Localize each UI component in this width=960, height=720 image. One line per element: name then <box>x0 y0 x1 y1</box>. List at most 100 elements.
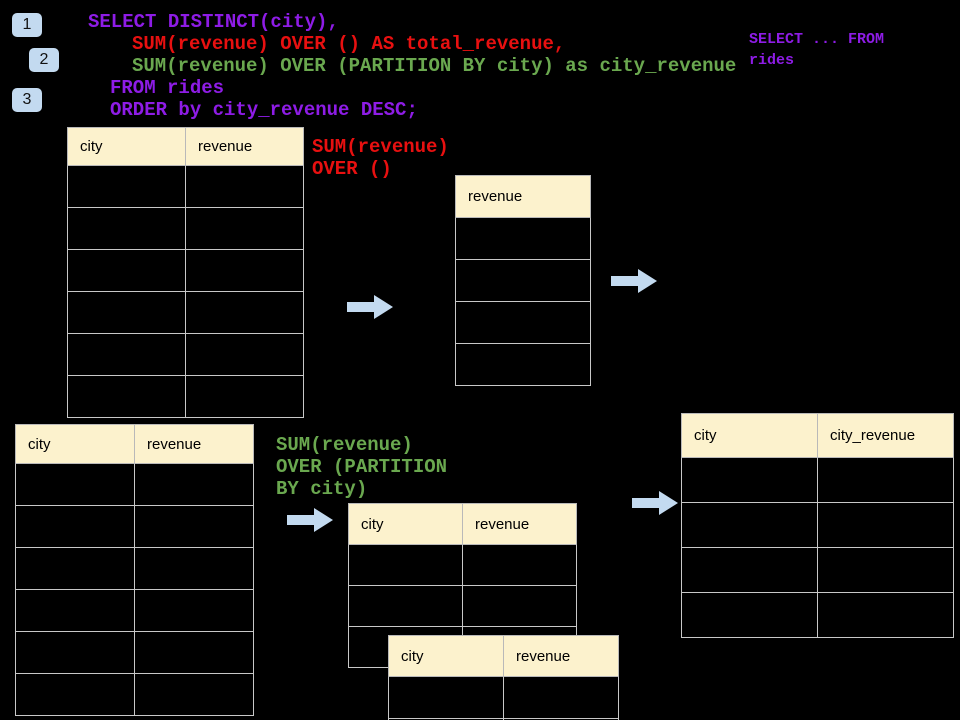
side-note-line: rides <box>749 52 795 69</box>
table-row <box>15 547 254 590</box>
annotation-total-revenue: SUM(revenue) OVER () <box>312 136 449 180</box>
empty-cell <box>817 457 954 503</box>
annotation-line: OVER () <box>312 158 392 180</box>
empty-cell <box>134 505 254 548</box>
empty-cell <box>681 457 818 503</box>
right-arrow-icon <box>611 269 657 293</box>
table-row <box>388 676 619 719</box>
table-row <box>15 589 254 632</box>
step-badge-label: 2 <box>39 51 49 68</box>
column-header: city_revenue <box>817 413 954 458</box>
empty-cell <box>462 544 577 586</box>
empty-cell <box>15 463 135 506</box>
table-row <box>15 505 254 548</box>
sql-line-select: SELECT DISTINCT(city), <box>88 11 339 33</box>
empty-cell <box>503 676 619 719</box>
empty-cell <box>817 592 954 638</box>
empty-cell <box>681 547 818 593</box>
empty-cell <box>15 673 135 716</box>
step-badge-3: 3 <box>12 88 42 112</box>
right-arrow-icon <box>632 491 678 515</box>
table-row <box>67 291 304 334</box>
sql-line-partition: SUM(revenue) OVER (PARTITION BY city) as… <box>132 55 737 77</box>
table-row <box>15 673 254 716</box>
header-row: revenue <box>455 175 591 218</box>
empty-cell <box>455 217 591 260</box>
empty-cell <box>348 585 463 627</box>
table-row <box>455 259 591 302</box>
empty-cell <box>15 631 135 674</box>
step-badge-1: 1 <box>12 13 42 37</box>
empty-cell <box>503 718 619 720</box>
table-revenue-only: revenue <box>455 175 591 386</box>
step-badge-2: 2 <box>29 48 59 72</box>
empty-cell <box>185 333 304 376</box>
column-header: revenue <box>185 127 304 166</box>
empty-cell <box>67 207 186 250</box>
empty-cell <box>348 544 463 586</box>
empty-cell <box>462 585 577 627</box>
empty-cell <box>817 547 954 593</box>
empty-cell <box>681 502 818 548</box>
table-row <box>67 249 304 292</box>
empty-cell <box>67 291 186 334</box>
table-row <box>15 463 254 506</box>
empty-cell <box>455 259 591 302</box>
column-header: revenue <box>455 175 591 218</box>
column-header: revenue <box>503 635 619 677</box>
empty-cell <box>67 249 186 292</box>
table-row <box>67 333 304 376</box>
empty-cell <box>185 207 304 250</box>
empty-cell <box>455 301 591 344</box>
table-row <box>681 592 954 638</box>
table-row <box>67 207 304 250</box>
right-arrow-icon <box>347 295 393 319</box>
empty-cell <box>15 589 135 632</box>
empty-cell <box>134 589 254 632</box>
column-header: city <box>67 127 186 166</box>
sql-line-order: ORDER by city_revenue DESC; <box>110 99 418 121</box>
column-header: revenue <box>462 503 577 545</box>
empty-cell <box>455 343 591 386</box>
empty-cell <box>185 165 304 208</box>
column-header: city <box>388 635 504 677</box>
empty-cell <box>134 463 254 506</box>
annotation-line: SUM(revenue) <box>276 434 413 456</box>
empty-cell <box>67 375 186 418</box>
empty-cell <box>388 676 504 719</box>
table-row <box>388 718 619 720</box>
annotation-line: OVER (PARTITION <box>276 456 448 478</box>
empty-cell <box>67 333 186 376</box>
empty-cell <box>185 291 304 334</box>
column-header: city <box>15 424 135 464</box>
empty-cell <box>67 165 186 208</box>
sql-code-block: SELECT DISTINCT(city), SUM(revenue) OVER… <box>88 11 736 121</box>
table-row <box>681 502 954 548</box>
empty-cell <box>15 547 135 590</box>
empty-cell <box>681 592 818 638</box>
table-row <box>15 631 254 674</box>
table-row <box>681 547 954 593</box>
empty-cell <box>185 249 304 292</box>
empty-cell <box>134 547 254 590</box>
annotation-partition-by: SUM(revenue) OVER (PARTITION BY city) <box>276 434 447 500</box>
empty-cell <box>134 673 254 716</box>
table-row <box>348 544 577 586</box>
table-row <box>455 217 591 260</box>
step-badge-label: 1 <box>22 16 32 33</box>
column-header: city <box>681 413 818 458</box>
table-row <box>455 301 591 344</box>
side-note-line: SELECT ... FROM <box>749 31 885 48</box>
annotation-line: SUM(revenue) <box>312 136 449 158</box>
sql-line-total: SUM(revenue) OVER () AS total_revenue, <box>132 33 566 55</box>
table-row <box>67 165 304 208</box>
annotation-line: BY city) <box>276 478 368 500</box>
